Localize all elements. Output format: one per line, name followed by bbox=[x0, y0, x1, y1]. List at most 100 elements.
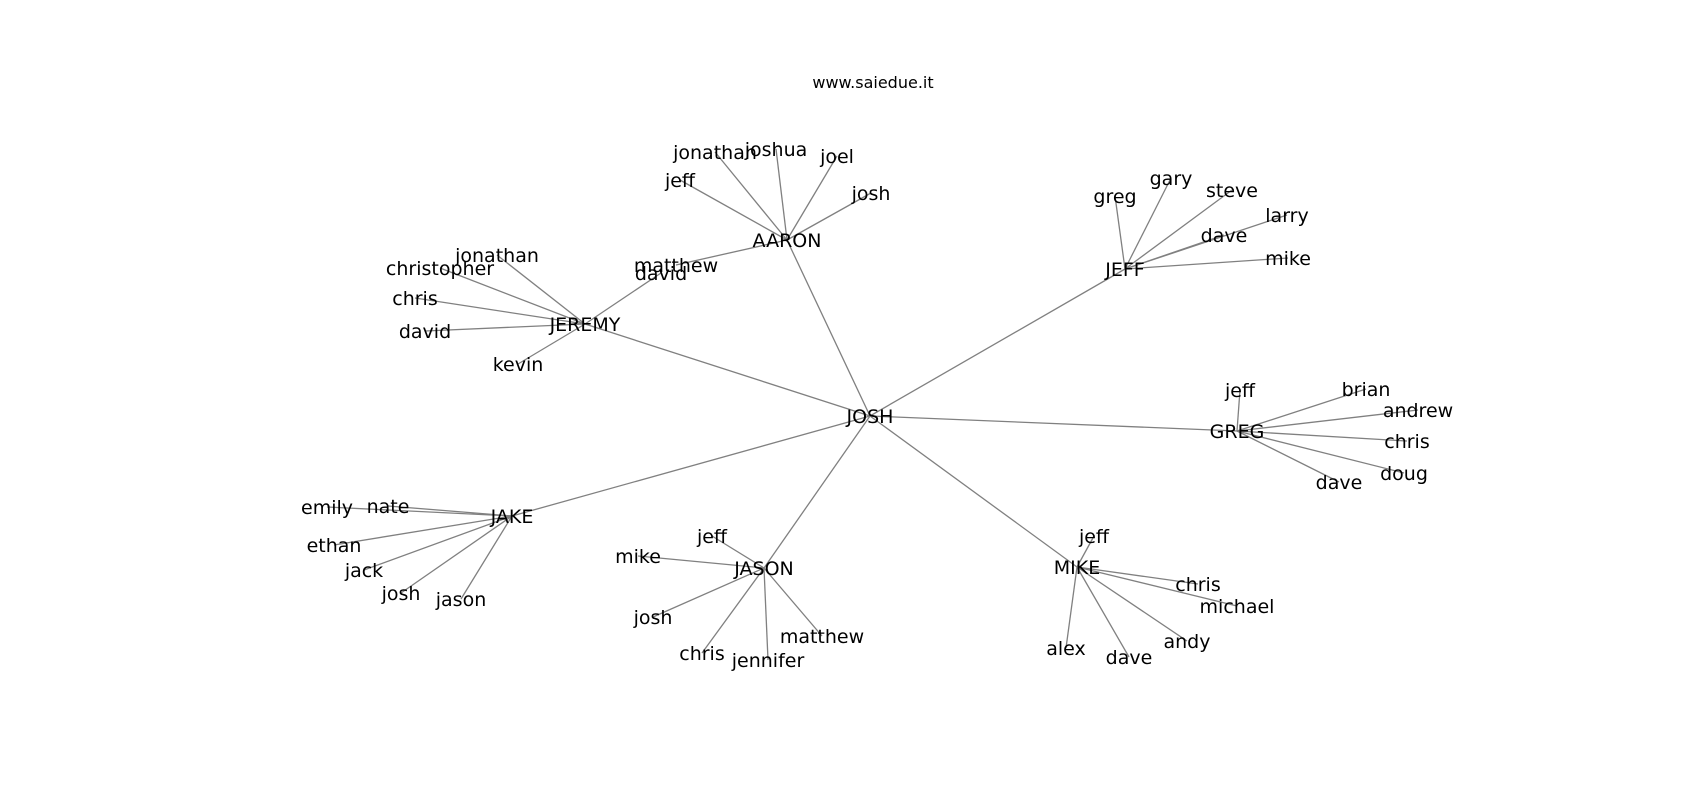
leaf-node-label: mike bbox=[615, 546, 661, 568]
edge-mike-andy bbox=[1076, 566, 1188, 642]
edge-jake-emily bbox=[326, 506, 513, 517]
edge-layer bbox=[326, 148, 1419, 661]
edge-greg-andrew bbox=[1236, 409, 1419, 432]
leaf-node-label: chris bbox=[679, 643, 724, 665]
edge-jeff-greg bbox=[1114, 195, 1126, 270]
edge-jake-josh bbox=[400, 515, 513, 594]
leaf-node-label: matthew bbox=[780, 626, 864, 648]
edge-jason-mike bbox=[637, 555, 765, 569]
leaf-node-label: josh bbox=[633, 607, 673, 629]
leaf-node-label: doug bbox=[1380, 463, 1428, 485]
leaf-node-label: christopher bbox=[386, 258, 494, 280]
hub-node-label-greg: GREG bbox=[1210, 421, 1265, 443]
leaf-node-label: josh bbox=[851, 183, 891, 205]
leaf-node-label: dave bbox=[1201, 225, 1248, 247]
leaf-node-label: joshua bbox=[744, 139, 808, 161]
edge-aaron-jeff bbox=[679, 179, 788, 241]
edge-jeff-dave bbox=[1124, 234, 1225, 270]
leaf-node-label: jonathan bbox=[672, 142, 757, 164]
leaf-node-label: jason bbox=[435, 589, 487, 611]
edge-aaron-joel bbox=[786, 155, 838, 241]
edge-mike-michael bbox=[1076, 566, 1238, 607]
edge-greg-jeff bbox=[1236, 389, 1241, 432]
edge-jake-jason bbox=[460, 515, 513, 600]
leaf-node-label: mike bbox=[1265, 248, 1311, 270]
edge-jeremy-chris bbox=[414, 297, 586, 325]
leaf-node-label: michael bbox=[1200, 596, 1275, 618]
leaf-node-label: gary bbox=[1150, 168, 1193, 190]
edge-greg-dave bbox=[1236, 430, 1340, 483]
leaf-node-label: jeff bbox=[696, 526, 728, 548]
edge-aaron-matthew bbox=[675, 239, 788, 266]
leaf-node-label: steve bbox=[1206, 180, 1258, 202]
edge-jeff-steve bbox=[1124, 189, 1233, 270]
edge-jason-jeff bbox=[711, 535, 765, 569]
hub-node-label-jason: JASON bbox=[733, 558, 794, 580]
leaf-node-label: josh bbox=[381, 583, 421, 605]
leaf-node-label: alex bbox=[1046, 638, 1086, 660]
hub-node-label-mike: MIKE bbox=[1054, 557, 1100, 579]
leaf-node-label: matthew bbox=[634, 255, 718, 277]
leaf-node-label: andrew bbox=[1383, 400, 1453, 422]
leaf-node-label: dave bbox=[1106, 647, 1153, 669]
leaf-node-label: greg bbox=[1093, 186, 1136, 208]
edge-greg-brian bbox=[1236, 388, 1367, 432]
edge-jeff-gary bbox=[1124, 177, 1172, 270]
edge-jake-jack bbox=[363, 515, 513, 571]
leaf-node-label: ethan bbox=[307, 535, 362, 557]
hub-node-label-jeremy: JEREMY bbox=[549, 314, 621, 336]
edge-root-aaron bbox=[786, 239, 871, 417]
edge-aaron-joshua bbox=[775, 148, 788, 241]
leaf-node-label: joel bbox=[819, 146, 854, 168]
leaf-node-label: chris bbox=[392, 288, 437, 310]
edge-mike-chris bbox=[1076, 566, 1199, 585]
edge-jason-matthew bbox=[763, 567, 823, 637]
edge-jeremy-kevin bbox=[517, 323, 586, 365]
edge-jeremy-christopher bbox=[439, 267, 586, 325]
leaf-node-label: kevin bbox=[493, 354, 544, 376]
edge-jake-nate bbox=[387, 505, 513, 517]
leaf-node-label: jeff bbox=[664, 170, 696, 192]
root-node-label: JOSH bbox=[846, 406, 894, 428]
graph-title: www.saiedue.it bbox=[812, 73, 933, 92]
edge-mike-alex bbox=[1065, 566, 1078, 649]
leaf-node-label: jennifer bbox=[731, 650, 805, 672]
edge-root-jeff bbox=[869, 268, 1126, 417]
edge-greg-doug bbox=[1236, 430, 1405, 474]
leaf-node-label: dave bbox=[1316, 472, 1363, 494]
leaf-node-label: jack bbox=[344, 560, 383, 582]
leaf-node-label: brian bbox=[1342, 379, 1391, 401]
edge-aaron-jonathan bbox=[714, 151, 788, 241]
leaf-node-label: chris bbox=[1384, 431, 1429, 453]
leaf-node-label: andy bbox=[1164, 631, 1211, 653]
edge-mike-jeff bbox=[1076, 535, 1095, 568]
hub-node-label-jake: JAKE bbox=[490, 506, 534, 528]
edge-jeff-mike bbox=[1124, 257, 1289, 270]
leaf-node-label: larry bbox=[1265, 205, 1308, 227]
edge-jeremy-jonathan bbox=[496, 254, 586, 325]
leaf-node-label: jonathan bbox=[454, 245, 539, 267]
edge-jason-josh bbox=[652, 567, 765, 618]
edge-jeremy-david bbox=[584, 272, 662, 325]
edge-root-greg bbox=[869, 415, 1238, 432]
leaf-node-label: emily bbox=[301, 497, 353, 519]
leaf-node-label: chris bbox=[1175, 574, 1220, 596]
edge-root-mike bbox=[869, 415, 1078, 568]
leaf-node-label: jeff bbox=[1224, 380, 1256, 402]
edge-jason-jennifer bbox=[763, 567, 769, 661]
hub-node-label-jeff: JEFF bbox=[1104, 259, 1144, 281]
leaf-node-label: david bbox=[635, 263, 687, 285]
hub-node-label-aaron: AARON bbox=[753, 230, 822, 252]
leaf-node-label: nate bbox=[367, 496, 410, 518]
edge-mike-dave bbox=[1076, 566, 1130, 658]
edge-aaron-josh bbox=[786, 192, 872, 241]
leaf-node-label: jeff bbox=[1078, 526, 1110, 548]
leaf-node-label: david bbox=[399, 321, 451, 343]
edge-jake-ethan bbox=[333, 515, 513, 546]
edge-root-jason bbox=[763, 415, 871, 569]
edge-jeremy-david bbox=[424, 323, 586, 332]
edge-root-jeremy bbox=[584, 323, 871, 417]
edge-greg-chris bbox=[1236, 430, 1408, 442]
